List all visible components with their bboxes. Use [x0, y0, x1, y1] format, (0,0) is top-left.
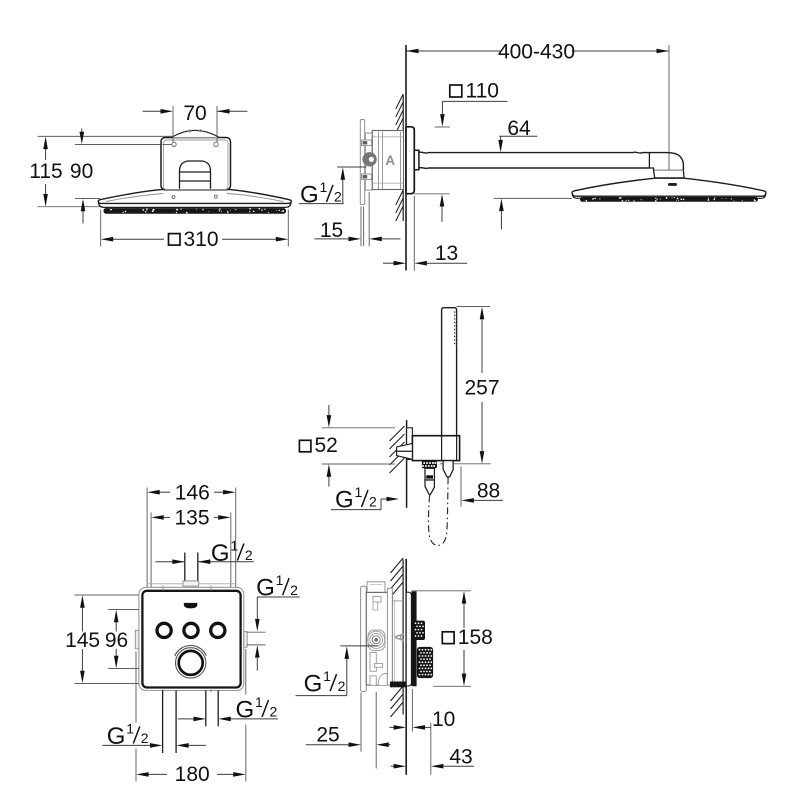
svg-text:52: 52 — [315, 434, 338, 457]
svg-text:88: 88 — [477, 480, 500, 503]
svg-text:180: 180 — [175, 763, 210, 786]
svg-text:1: 1 — [126, 721, 134, 737]
svg-text:146: 146 — [175, 482, 210, 505]
svg-text:G: G — [107, 723, 126, 750]
svg-text:1: 1 — [230, 538, 238, 554]
svg-text:257: 257 — [464, 377, 499, 400]
svg-text:G: G — [211, 540, 230, 567]
svg-text:G: G — [335, 487, 354, 514]
svg-text:2: 2 — [334, 189, 342, 205]
svg-text:2: 2 — [270, 704, 278, 720]
svg-text:2: 2 — [369, 494, 377, 510]
svg-text:1: 1 — [323, 668, 331, 684]
svg-text:310: 310 — [184, 228, 219, 251]
svg-text:15: 15 — [320, 219, 343, 242]
svg-text:G: G — [304, 671, 323, 698]
svg-text:2: 2 — [245, 547, 253, 563]
svg-text:96: 96 — [105, 629, 128, 652]
svg-text:1: 1 — [320, 179, 328, 195]
svg-text:1: 1 — [276, 572, 284, 588]
svg-text:10: 10 — [432, 708, 455, 731]
svg-text:110: 110 — [466, 80, 499, 103]
svg-text:64: 64 — [507, 117, 531, 140]
svg-text:90: 90 — [70, 160, 93, 183]
svg-text:115: 115 — [29, 160, 62, 183]
svg-text:A: A — [392, 633, 406, 642]
svg-text:G: G — [256, 575, 275, 602]
svg-text:G: G — [300, 181, 319, 208]
svg-text:A: A — [385, 153, 395, 168]
svg-text:2: 2 — [290, 582, 298, 598]
svg-text:400-430: 400-430 — [498, 41, 575, 64]
svg-text:25: 25 — [316, 724, 339, 747]
svg-text:70: 70 — [183, 102, 206, 125]
svg-text:43: 43 — [449, 746, 472, 769]
svg-text:G: G — [236, 697, 255, 724]
svg-text:2: 2 — [338, 678, 346, 694]
svg-text:145: 145 — [65, 629, 100, 652]
svg-text:135: 135 — [174, 507, 209, 530]
svg-text:1: 1 — [355, 484, 363, 500]
svg-text:1: 1 — [255, 694, 263, 710]
svg-text:2: 2 — [141, 730, 149, 746]
svg-text:158: 158 — [458, 626, 493, 649]
svg-text:13: 13 — [435, 242, 458, 265]
